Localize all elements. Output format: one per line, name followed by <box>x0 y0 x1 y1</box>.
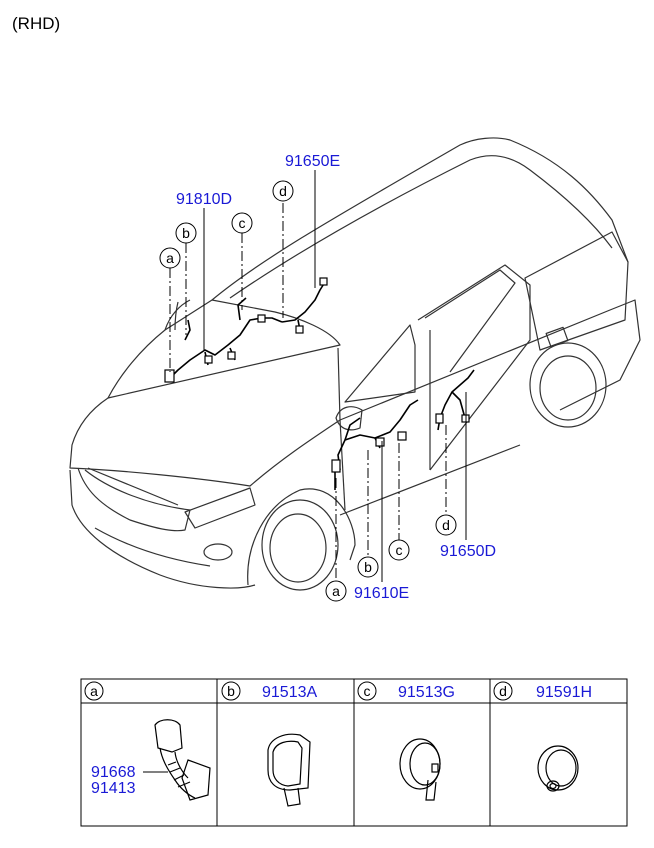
vehicle-outline <box>69 137 641 591</box>
legend-table <box>80 678 628 827</box>
legend-letter-d: d <box>499 683 507 699</box>
legend-code-b[interactable]: 91513A <box>262 684 317 701</box>
diagram-variant-note: (RHD) <box>12 14 61 33</box>
harness-91650e <box>281 281 326 323</box>
leader-lines <box>169 203 447 580</box>
harness-91810d <box>169 317 283 379</box>
grommet-d-illustration <box>537 745 579 792</box>
grommet-a-illustration <box>154 719 211 801</box>
legend-letter-c: c <box>364 683 371 699</box>
part-number-91810d[interactable]: 91810D <box>176 191 232 208</box>
callout-a-top: a <box>166 250 174 266</box>
legend-subcode-91413[interactable]: 91413 <box>91 780 136 797</box>
legend-code-d[interactable]: 91591H <box>536 684 592 701</box>
callout-circles <box>159 180 457 602</box>
part-number-91650d[interactable]: 91650D <box>440 543 496 560</box>
legend-letter-a: a <box>90 683 98 699</box>
legend-code-c[interactable]: 91513G <box>398 684 455 701</box>
callout-c-bottom: c <box>396 542 403 558</box>
part-leaders <box>203 170 467 582</box>
callout-c-top: c <box>239 215 246 231</box>
grommet-c-illustration <box>399 738 441 801</box>
harness-91650d <box>439 369 475 419</box>
callout-d-bottom: d <box>442 517 450 533</box>
legend-letter-b: b <box>227 683 235 699</box>
part-number-91650e[interactable]: 91650E <box>285 153 340 170</box>
callout-b-top: b <box>182 225 190 241</box>
legend-subcode-91668[interactable]: 91668 <box>91 764 136 781</box>
part-number-91610e[interactable]: 91610E <box>354 585 409 602</box>
callout-b-bottom: b <box>364 559 372 575</box>
callout-d-top: d <box>279 183 287 199</box>
callout-a-bottom: a <box>332 583 340 599</box>
grommet-b-illustration <box>267 733 311 807</box>
